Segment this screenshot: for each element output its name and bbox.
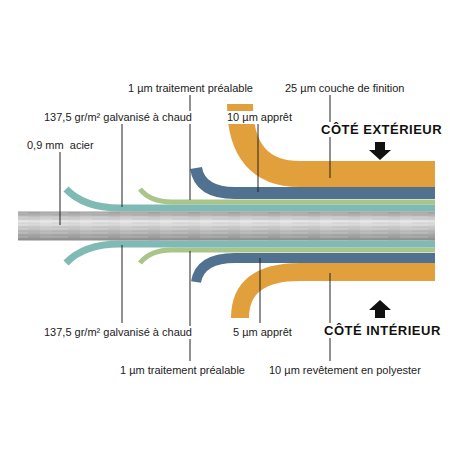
layer-label: 5 µm apprêt <box>231 326 294 339</box>
leader-line <box>60 152 61 225</box>
layer-label: 1 µm traitement préalable <box>126 82 255 95</box>
layer-label: 10 µm apprêt <box>225 111 294 124</box>
layer-label: 0,9 mm acier <box>25 139 96 152</box>
leader-line <box>258 124 259 192</box>
layer-label: 25 µm couche de finition <box>283 82 406 95</box>
steel-core <box>18 212 435 241</box>
galvanised-band <box>66 244 435 263</box>
layer-label: 10 µm revêtement en polyester <box>267 364 423 377</box>
up-arrow <box>369 300 391 318</box>
pretreatment-band <box>140 189 435 202</box>
leader-line <box>260 258 261 323</box>
down-arrow <box>369 142 391 160</box>
leader-lines <box>60 95 330 361</box>
side-label: CÔTÉ EXTÉRIEUR <box>319 122 444 137</box>
galvanised-band <box>66 189 435 208</box>
layer-label: 137,5 gr/m² galvanisé à chaud <box>42 326 194 339</box>
primer-band <box>196 258 435 282</box>
steel-texture <box>18 212 435 241</box>
primer-band <box>196 168 435 193</box>
leader-line <box>122 124 123 207</box>
layer-label: 1 µm traitement préalable <box>118 364 247 377</box>
side-label: CÔTÉ INTÉRIEUR <box>322 323 443 338</box>
layer-label: 137,5 gr/m² galvanisé à chaud <box>42 111 194 124</box>
polyester-band <box>240 272 435 318</box>
pretreatment-band <box>140 250 435 263</box>
leader-line <box>190 251 191 361</box>
side-arrows <box>369 142 391 318</box>
leader-line <box>330 273 331 361</box>
leader-line <box>122 245 123 323</box>
